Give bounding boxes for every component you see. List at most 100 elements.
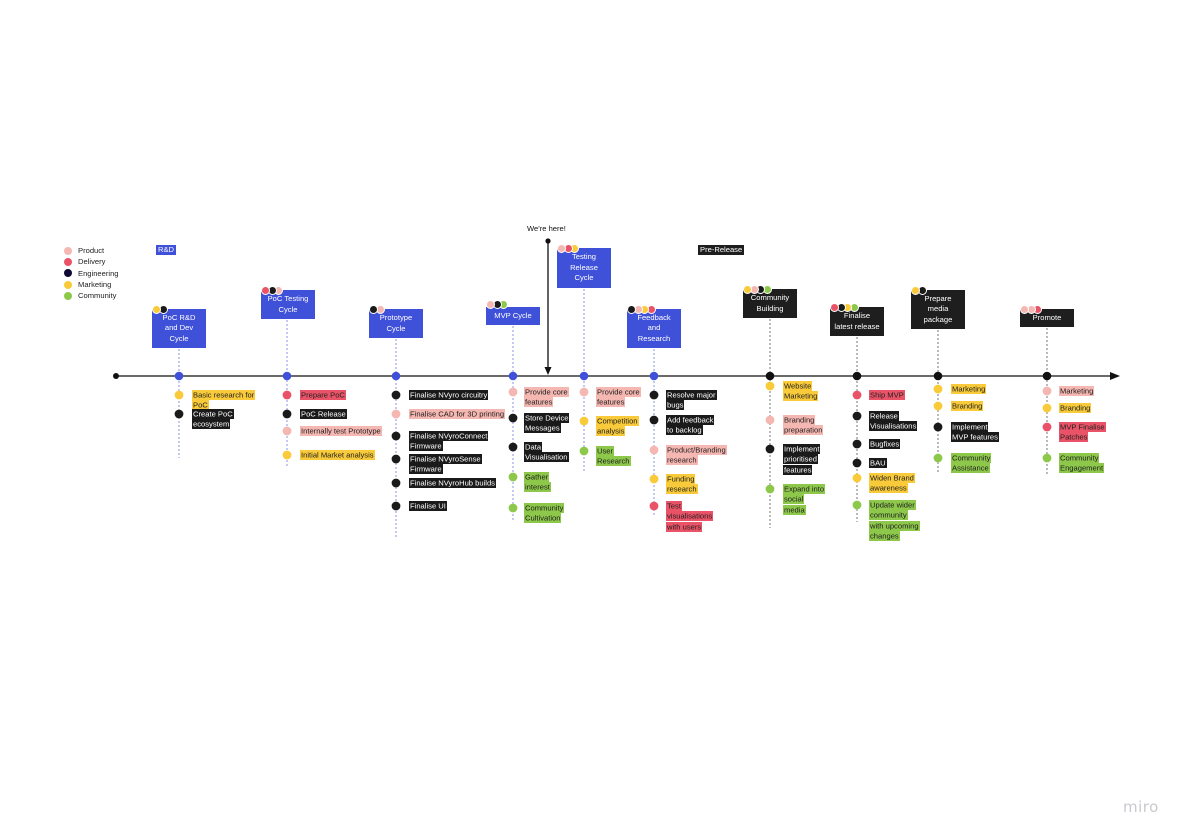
- task-label[interactable]: Add feedback to backlog: [665, 414, 717, 436]
- task-dot: [508, 503, 518, 513]
- task-label[interactable]: Gather interest: [523, 471, 571, 493]
- legend-label: Delivery: [78, 257, 106, 267]
- legend-item-engineering: Engineering: [62, 268, 119, 279]
- task-text: Initial Market analysis: [300, 449, 375, 460]
- task-label[interactable]: Bugfixes: [868, 438, 920, 450]
- task-dot: [391, 409, 401, 419]
- task-label[interactable]: Finalise NVyroHub builds: [408, 477, 508, 489]
- task-dot: [852, 458, 862, 468]
- phase-title-line: Feedback: [637, 312, 671, 322]
- task-text: Release Visualisations: [869, 410, 918, 431]
- task-label[interactable]: BAU: [868, 457, 920, 469]
- task-dot: [508, 413, 518, 423]
- phase-title-line: Prototype: [379, 313, 413, 322]
- task-label[interactable]: Marketing: [950, 383, 1002, 395]
- task-dot: [282, 426, 292, 436]
- phase-title-line: latest release: [834, 321, 880, 331]
- task-dot: [852, 390, 862, 400]
- task-label[interactable]: Finalise UI: [408, 500, 508, 512]
- task-text: Data Visualisation: [524, 441, 569, 462]
- task-label[interactable]: Branding preparation: [782, 414, 828, 436]
- task-label[interactable]: Branding: [950, 400, 1002, 412]
- phase-title-line: Prepare: [924, 293, 952, 303]
- task-label[interactable]: Prepare PoC: [299, 389, 385, 401]
- task-label[interactable]: Resolve major bugs: [665, 389, 717, 411]
- task-text: Finalise CAD for 3D printing: [409, 408, 506, 419]
- task-label[interactable]: Implement MVP features: [950, 421, 1002, 443]
- task-label[interactable]: Website Marketing: [782, 380, 828, 402]
- task-dot: [282, 450, 292, 460]
- task-label[interactable]: Store Device Messages: [523, 412, 571, 434]
- task-label[interactable]: Create PoC ecosystem: [191, 408, 273, 430]
- legend-dot-icon: [64, 246, 72, 255]
- task-label[interactable]: Community Assistance: [950, 452, 1002, 474]
- task-label[interactable]: Basic research for PoC: [191, 389, 273, 411]
- task-text: Add feedback to backlog: [666, 414, 715, 435]
- task-label[interactable]: Finalise NVyroSense Firmware: [408, 453, 508, 475]
- task-text: Community Assistance: [951, 452, 992, 473]
- phase-card[interactable]: MVP Cycle: [486, 307, 540, 325]
- task-label[interactable]: Finalise CAD for 3D printing: [408, 408, 508, 420]
- task-label[interactable]: Product/Branding research: [665, 444, 727, 466]
- task-label[interactable]: Marketing: [1058, 385, 1108, 397]
- task-label[interactable]: Finalise NVyro circuitry: [408, 389, 508, 401]
- task-label[interactable]: Community Cultivation: [523, 502, 571, 524]
- task-label[interactable]: Release Visualisations: [868, 410, 920, 432]
- task-label[interactable]: Implement prioritised features: [782, 443, 828, 476]
- task-dot: [649, 415, 659, 425]
- task-dot: [391, 431, 401, 441]
- task-label[interactable]: Expand into social media: [782, 483, 828, 516]
- task-label[interactable]: Branding: [1058, 402, 1108, 414]
- task-label[interactable]: Internally test Prototype: [299, 425, 385, 437]
- task-dot: [391, 454, 401, 464]
- timeline-node: [508, 371, 518, 381]
- task-dot: [1042, 453, 1052, 463]
- task-text: Test visualisations with users: [666, 500, 714, 532]
- task-label[interactable]: Finalise NVyroConnect Firmware: [408, 430, 508, 452]
- task-dot: [579, 446, 589, 456]
- avatar-delivery-icon: [830, 303, 839, 312]
- task-label[interactable]: PoC Release: [299, 408, 385, 420]
- task-text: Expand into social media: [783, 483, 826, 515]
- task-dot: [508, 472, 518, 482]
- task-label[interactable]: Competition analysis: [595, 415, 647, 437]
- phase-title-line: and: [647, 323, 661, 333]
- timeline-node: [649, 371, 659, 381]
- task-label[interactable]: Community Engagement: [1058, 452, 1108, 474]
- task-text: Ship MVP: [869, 389, 905, 400]
- task-dot: [649, 445, 659, 455]
- current-marker-arrowhead: [544, 367, 552, 375]
- task-dot: [282, 409, 292, 419]
- task-label[interactable]: Data Visualisation: [523, 441, 571, 463]
- miro-watermark: miro: [1123, 798, 1159, 816]
- task-text: Marketing: [951, 383, 987, 394]
- task-text: Provide core features: [596, 386, 641, 407]
- task-label[interactable]: Widen Brand awareness: [868, 472, 920, 494]
- task-text: Provide core features: [524, 386, 569, 407]
- task-label[interactable]: Provide core features: [595, 386, 647, 408]
- task-label[interactable]: MVP Finalise Patches: [1058, 421, 1108, 443]
- task-text: Create PoC ecosystem: [192, 408, 234, 429]
- timeline-node: [765, 371, 775, 381]
- task-label[interactable]: Funding research: [665, 473, 717, 495]
- task-label[interactable]: Provide core features: [523, 386, 571, 408]
- task-label[interactable]: Initial Market analysis: [299, 449, 385, 461]
- task-label[interactable]: User Research: [595, 445, 647, 467]
- task-label[interactable]: Update wider community with upcoming cha…: [868, 499, 920, 542]
- task-label[interactable]: Test visualisations with users: [665, 500, 717, 533]
- task-dot: [765, 415, 775, 425]
- task-label[interactable]: Ship MVP: [868, 389, 920, 401]
